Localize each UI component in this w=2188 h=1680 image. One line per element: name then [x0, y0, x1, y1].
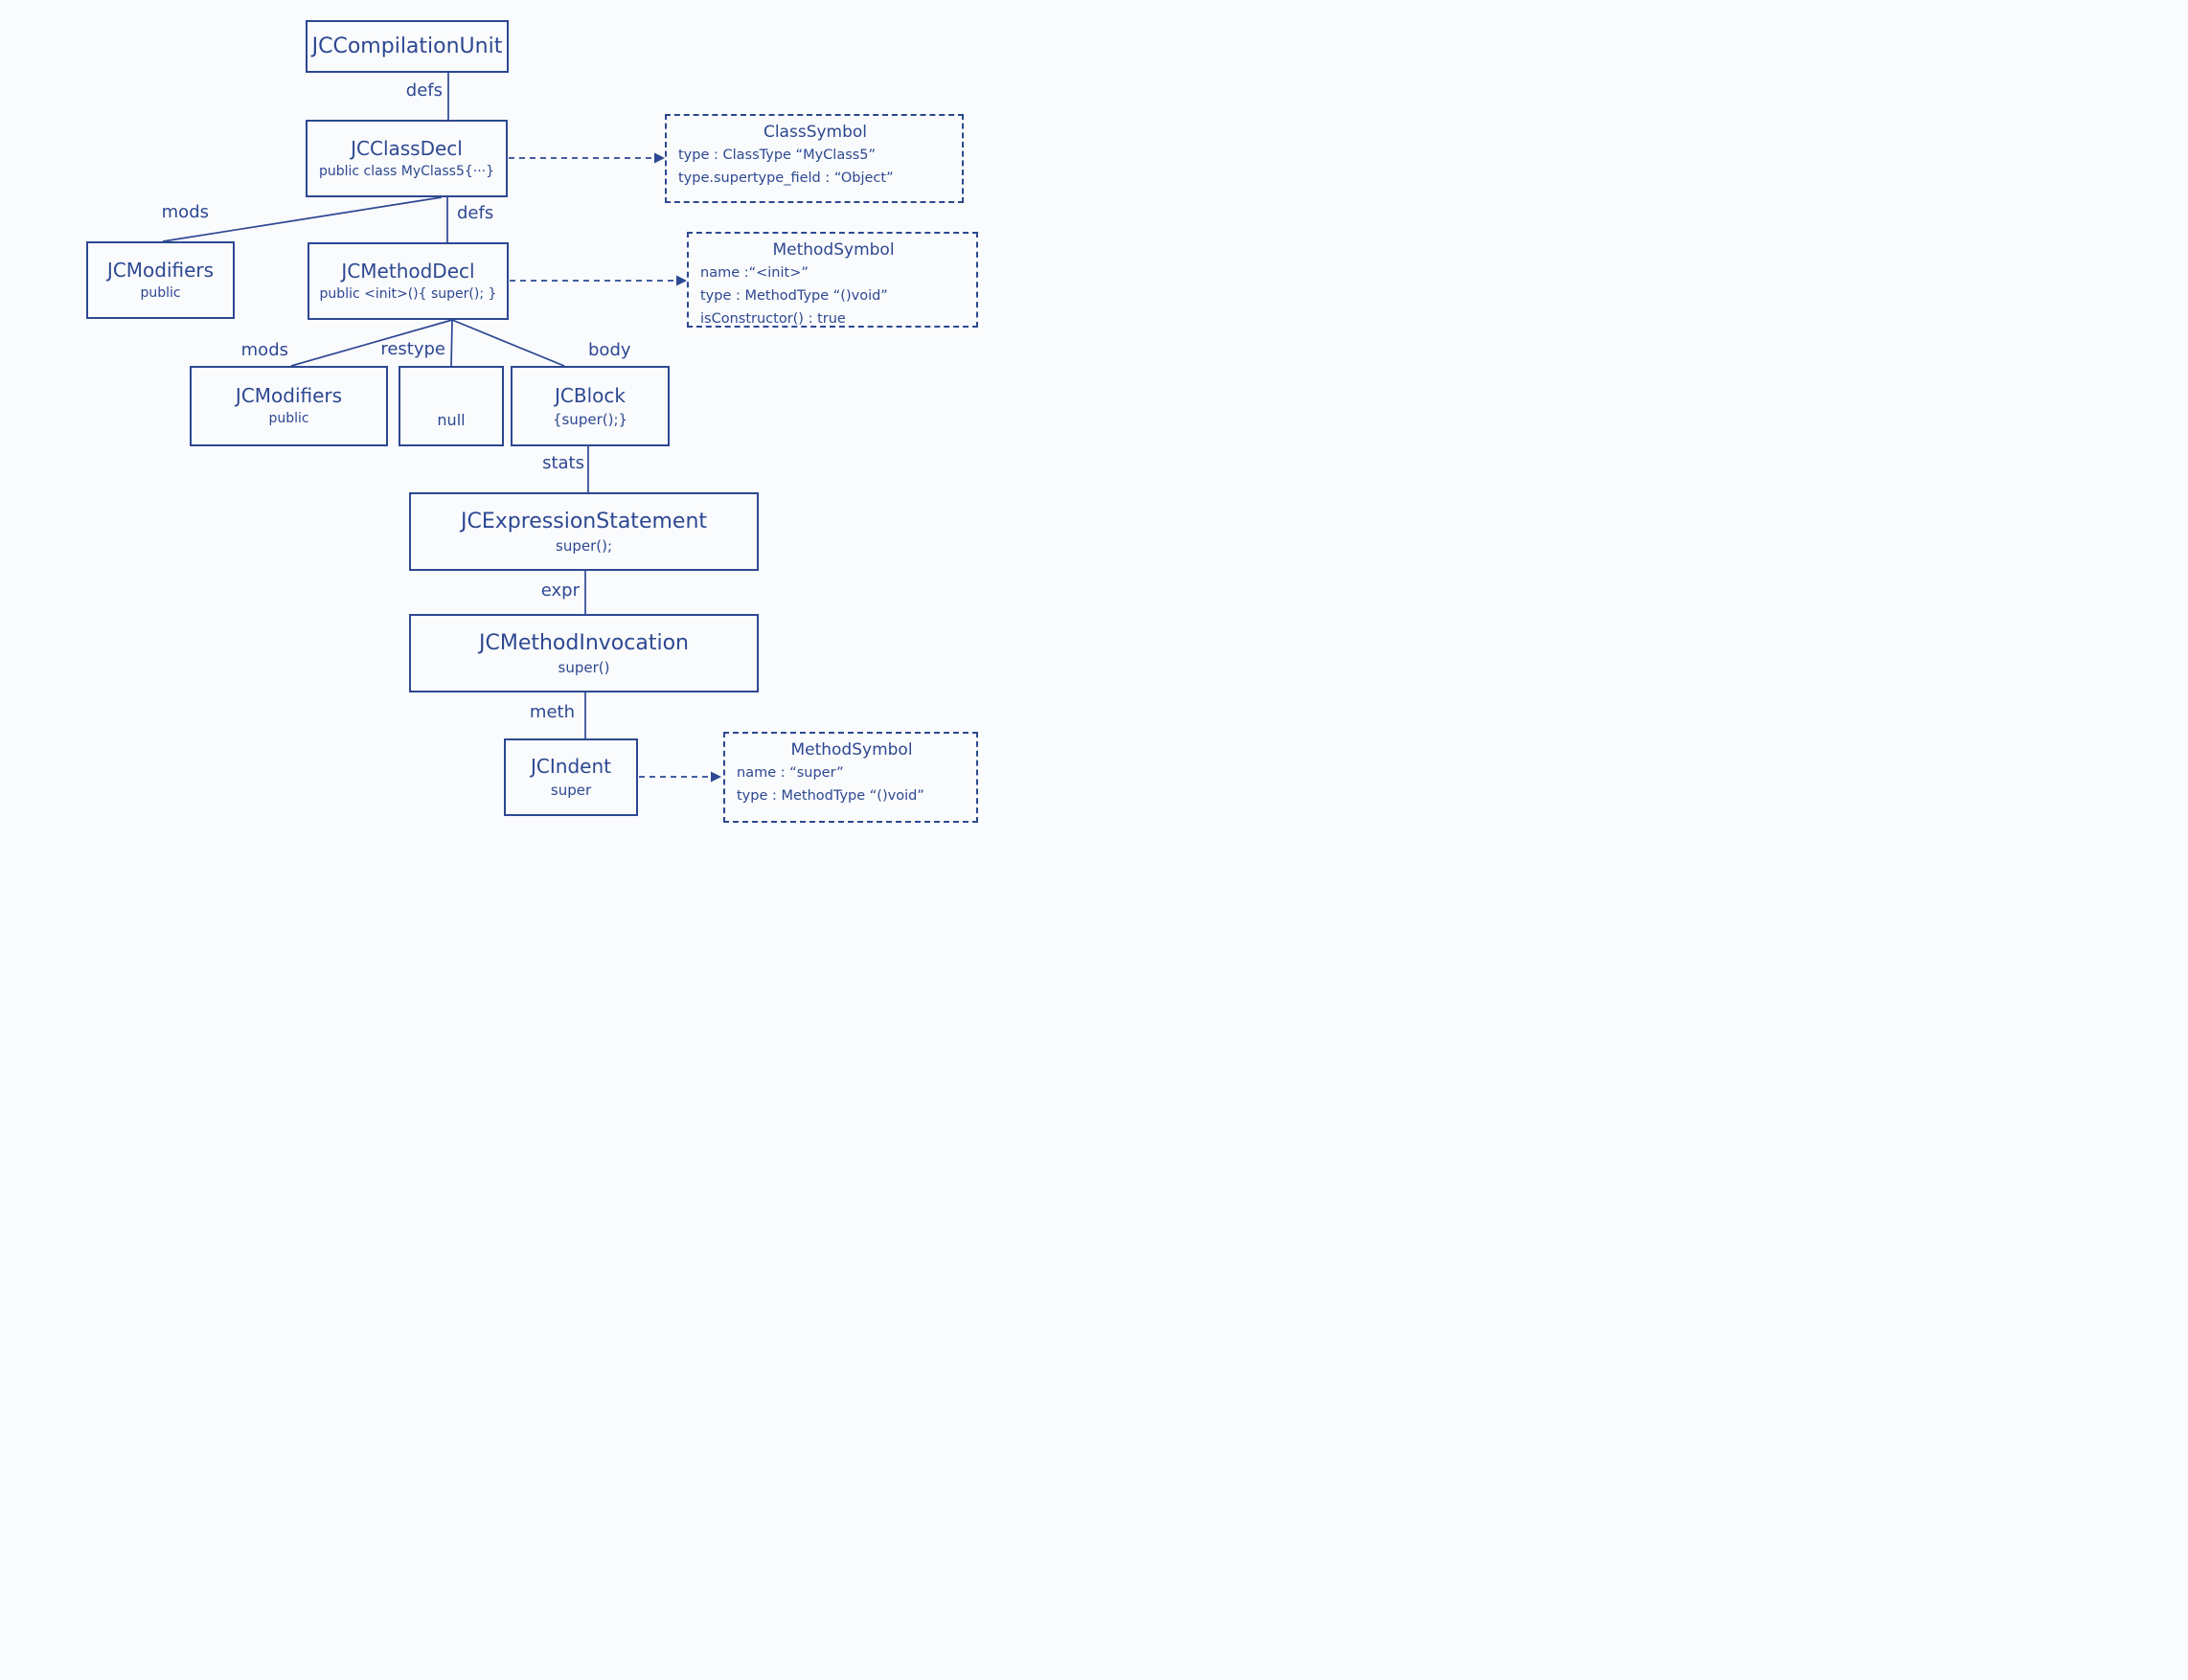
node-jcblock: JCBlock {super();} [511, 366, 670, 446]
node-methodsymbol-super-type: type : MethodType “()void” [737, 787, 924, 804]
node-jcindent-subtitle: super [550, 782, 592, 800]
node-jcclassdecl: JCClassDecl public class MyClass5{···} [306, 120, 508, 197]
node-jcmodifiers-class: JCModifiers public [86, 241, 235, 319]
edge-label-body: body [588, 340, 631, 360]
edge-label-expr: expr [540, 580, 580, 601]
node-methodsymbol-init-name: name :“<init>” [700, 264, 809, 281]
node-jcmodifiers-class-subtitle: public [140, 284, 181, 301]
node-jcindent: JCIndent super [504, 738, 638, 816]
node-jcindent-title: JCIndent [531, 755, 611, 779]
edge-body [451, 319, 565, 367]
node-null-restype-label: null [437, 410, 466, 429]
ast-diagram: JCCompilationUnit JCClassDecl public cla… [0, 0, 1094, 840]
edge-label-mods-method: mods [240, 340, 288, 360]
edge-label-stats: stats [542, 453, 584, 473]
node-classsymbol-supertype: type.supertype_field : “Object” [678, 170, 894, 186]
node-classsymbol-type: type : ClassType “MyClass5” [678, 147, 877, 163]
node-jccompilationunit-title: JCCompilationUnit [311, 34, 503, 58]
node-jcblock-title: JCBlock [555, 383, 626, 407]
arrowhead-methodsymbol-init [676, 275, 687, 286]
node-methodsymbol-super: MethodSymbol name : “super” type : Metho… [723, 732, 978, 823]
node-jcblock-subtitle: {super();} [552, 410, 628, 428]
node-methodsymbol-super-name: name : “super” [737, 764, 844, 781]
node-methodsymbol-super-title: MethodSymbol [790, 740, 913, 760]
edge-label-defs-method: defs [457, 203, 494, 223]
edge-label-meth: meth [529, 702, 575, 722]
node-jcmethoddecl: JCMethodDecl public <init>(){ super(); } [308, 242, 509, 320]
node-jcmethoddecl-subtitle: public <init>(){ super(); } [319, 285, 497, 302]
node-jcclassdecl-subtitle: public class MyClass5{···} [318, 163, 495, 179]
node-jcmodifiers-method-subtitle: public [268, 411, 309, 427]
edge-label-restype: restype [380, 339, 445, 359]
edge-restype [450, 319, 453, 367]
node-jcmodifiers-method: JCModifiers public [190, 366, 388, 446]
node-methodsymbol-init-isconstructor: isConstructor() : true [700, 310, 846, 327]
arrowhead-classsymbol [654, 152, 665, 164]
node-null-restype: null [399, 366, 504, 446]
node-jcmethoddecl-title: JCMethodDecl [341, 259, 475, 283]
node-methodsymbol-init: MethodSymbol name :“<init>” type : Metho… [687, 232, 978, 328]
node-jcmodifiers-class-title: JCModifiers [106, 258, 215, 282]
node-jcexpressionstatement: JCExpressionStatement super(); [409, 492, 759, 571]
node-jcclassdecl-title: JCClassDecl [351, 136, 463, 160]
node-jcmethodinvocation: JCMethodInvocation super() [409, 614, 759, 692]
edge-mods-method [290, 319, 453, 367]
node-jcexpressionstatement-title: JCExpressionStatement [460, 509, 708, 534]
node-methodsymbol-init-title: MethodSymbol [772, 240, 895, 260]
node-jcmodifiers-method-title: JCModifiers [235, 384, 343, 408]
node-jcmethodinvocation-title: JCMethodInvocation [479, 630, 689, 655]
node-methodsymbol-init-type: type : MethodType “()void” [700, 287, 888, 304]
node-jccompilationunit: JCCompilationUnit [306, 20, 509, 73]
arrowhead-methodsymbol-super [711, 771, 721, 783]
edge-label-mods-class: mods [161, 202, 209, 222]
edges-layer [162, 73, 721, 783]
node-classsymbol: ClassSymbol type : ClassType “MyClass5” … [665, 114, 964, 203]
node-jcexpressionstatement-subtitle: super(); [556, 536, 612, 555]
node-jcmethodinvocation-subtitle: super() [558, 658, 610, 676]
node-classsymbol-title: ClassSymbol [763, 123, 868, 142]
edge-label-defs-top: defs [405, 80, 443, 101]
edge-mods-class [162, 196, 443, 242]
